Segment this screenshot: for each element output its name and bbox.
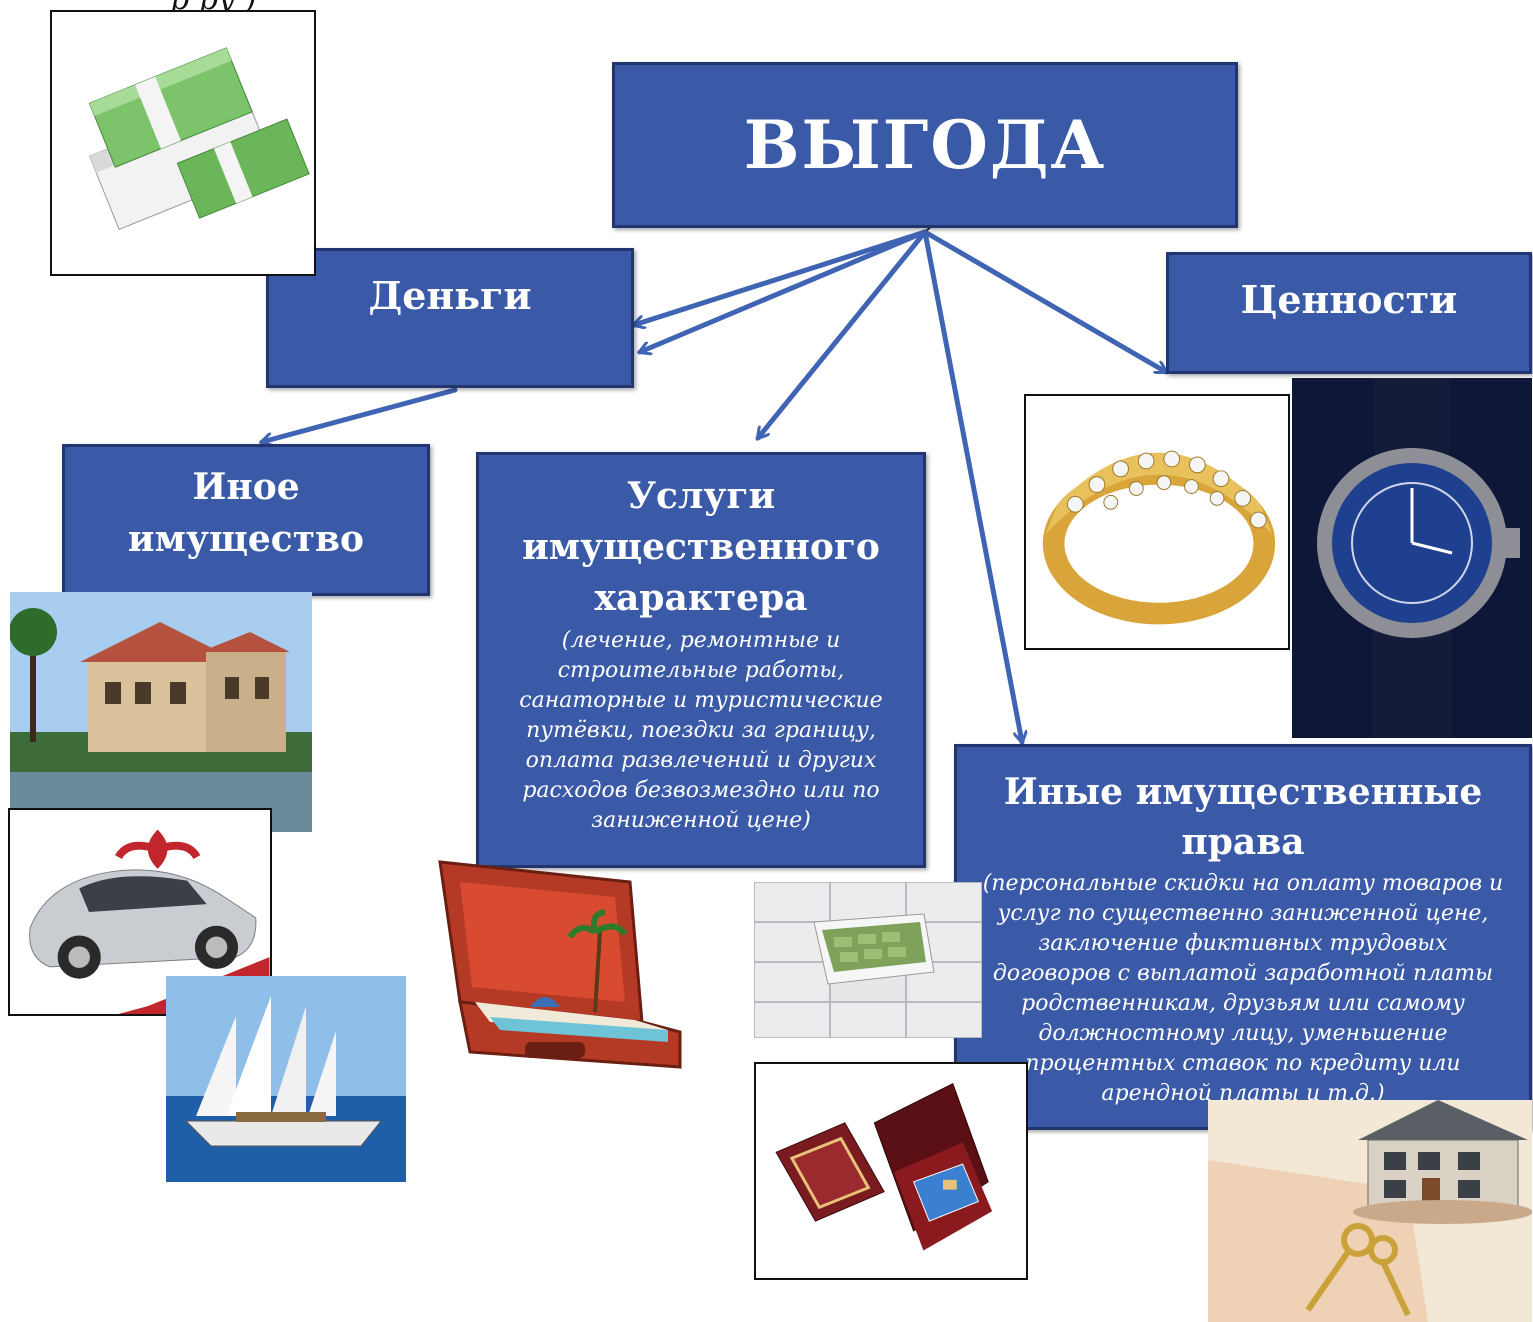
house-and-keys-image (1208, 1100, 1532, 1322)
valuables-box: Ценности (1166, 252, 1532, 374)
other-property-box: Иное имущество (62, 444, 430, 596)
services-note: (лечение, ремонтные и строительные работ… (519, 628, 883, 833)
services-box: Услуги имущественного характера (лечение… (476, 452, 926, 868)
other-property-label: Иное имущество (127, 466, 365, 560)
other-rights-box: Иные имущественные права (персональные с… (954, 744, 1532, 1130)
money-bundles-image (50, 10, 316, 276)
arrow-to-services (758, 229, 928, 438)
mansion-image (10, 592, 312, 832)
gift-box-with-card-image (754, 1062, 1028, 1280)
luxury-watch-image (1292, 378, 1532, 738)
arrow-to-other-property (262, 387, 458, 442)
gold-ring-image (1024, 394, 1290, 650)
money-box: Деньги (266, 248, 634, 388)
money-label: Деньги (368, 273, 532, 318)
arrow-to-money-1 (634, 229, 928, 325)
title-text: ВЫГОДА (743, 106, 1107, 184)
valuables-label: Ценности (1240, 277, 1458, 322)
title-box: ВЫГОДА (612, 62, 1238, 228)
vacation-suitcase-image (430, 852, 682, 1092)
sailing-yacht-image (166, 976, 406, 1182)
safe-deposit-drawer-image (754, 882, 982, 1038)
arrow-to-valuables (922, 229, 1166, 375)
services-title: Услуги имущественного характера (522, 475, 880, 619)
other-rights-note: (персональные скидки на оплату товаров и… (982, 871, 1504, 1106)
other-rights-title: Иные имущественные права (1003, 771, 1483, 863)
arrow-to-rights (922, 229, 1022, 742)
arrow-to-money-2 (640, 229, 928, 352)
